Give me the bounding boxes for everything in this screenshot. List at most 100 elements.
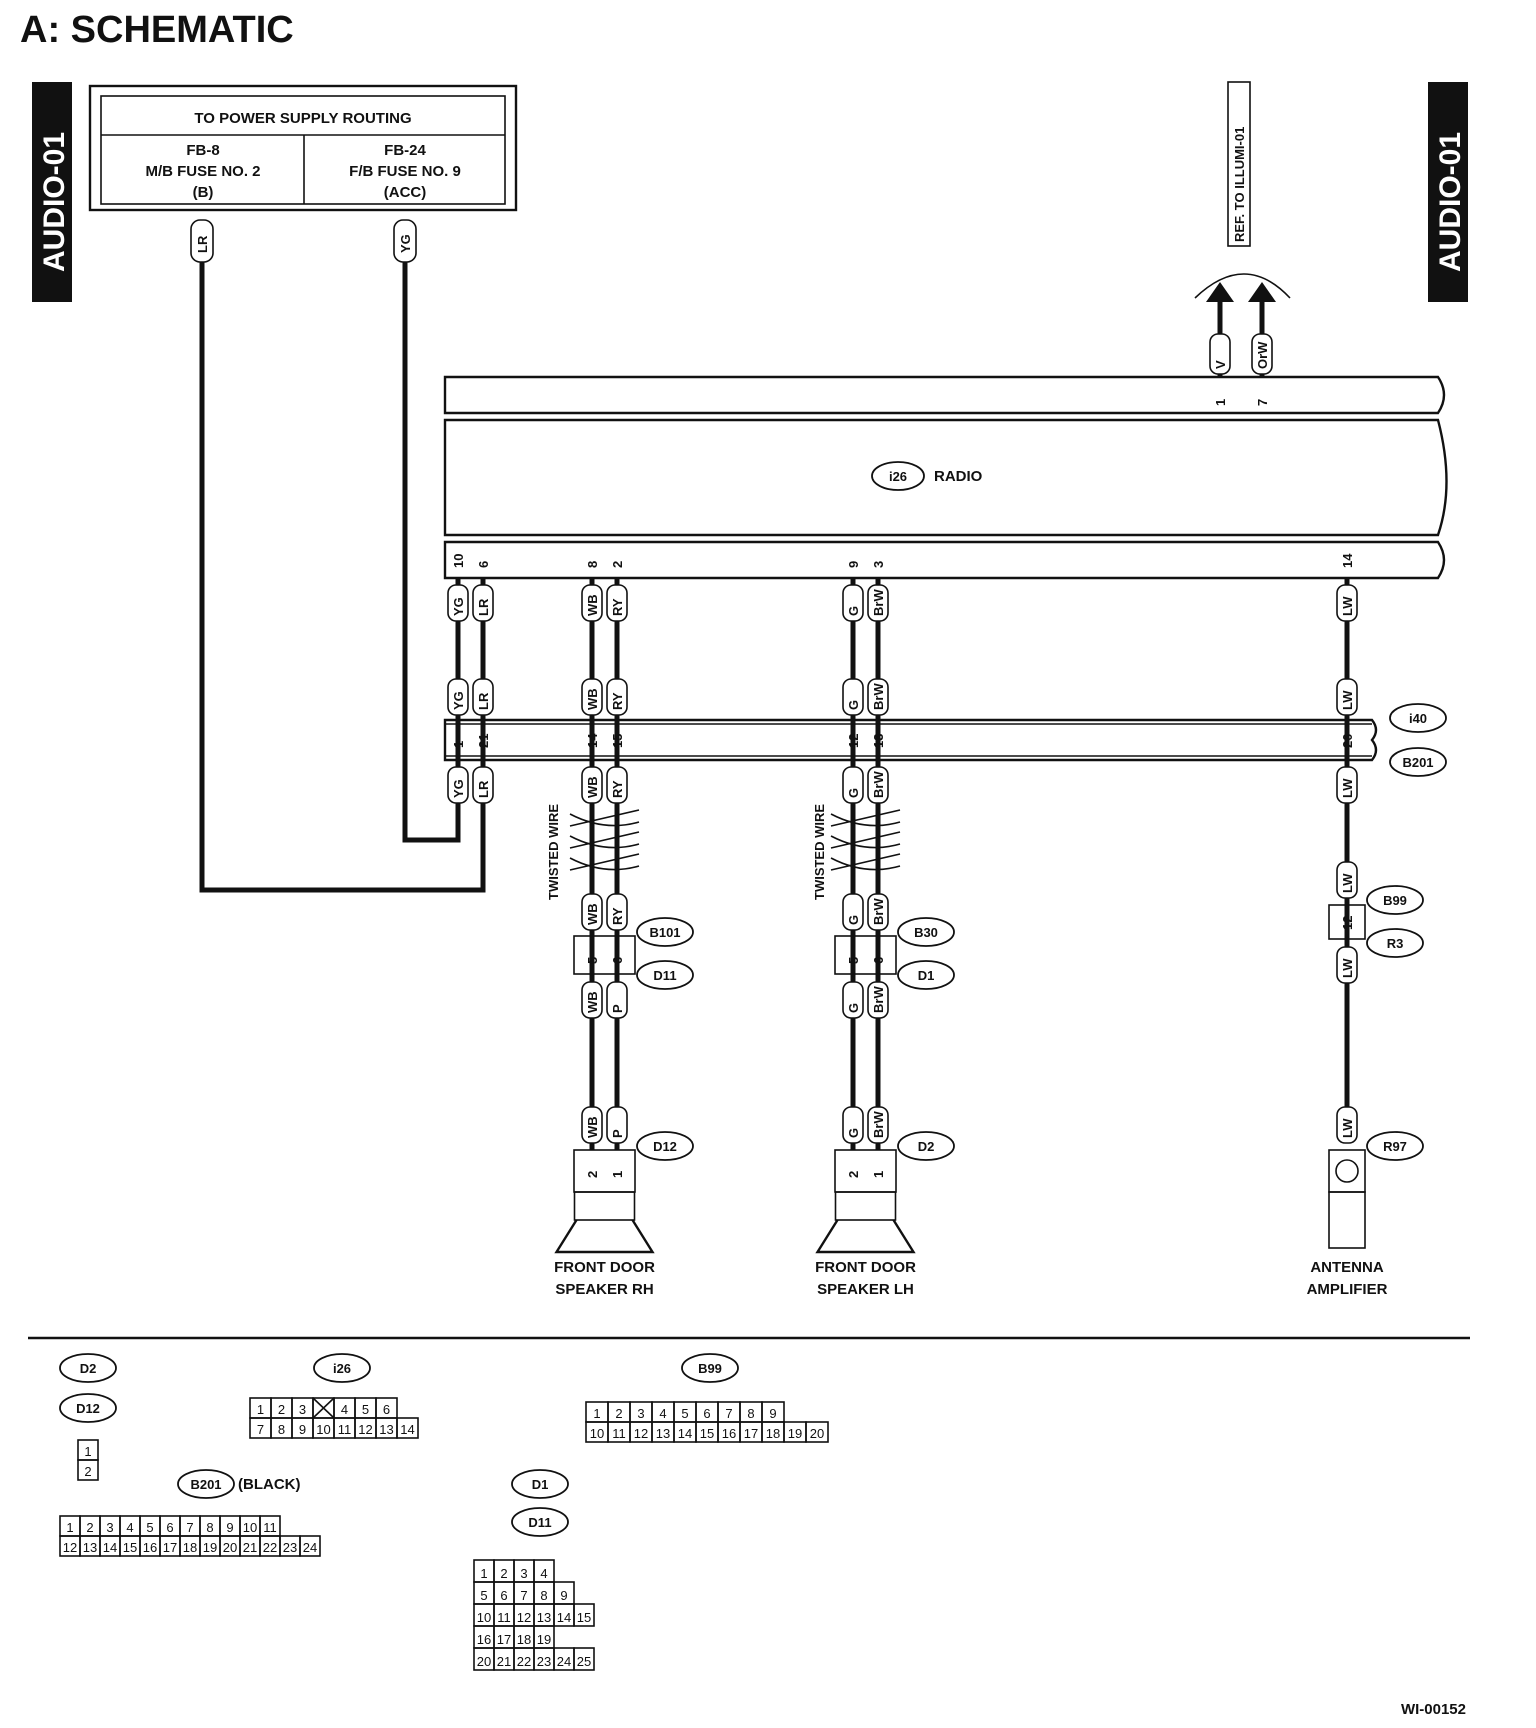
wire-label-joint-upper-0: YG	[447, 678, 469, 716]
svg-text:6: 6	[166, 1520, 173, 1535]
svg-text:3: 3	[520, 1566, 527, 1581]
power-supply-box: TO POWER SUPPLY ROUTING FB-8 M/B FUSE NO…	[88, 84, 518, 212]
svg-text:D11: D11	[528, 1515, 551, 1530]
svg-text:12: 12	[358, 1422, 372, 1437]
svg-text:D12: D12	[653, 1139, 677, 1154]
speaker-lh-connector-b: D1	[897, 960, 955, 990]
svg-text:D2: D2	[918, 1139, 935, 1154]
svg-text:B201: B201	[190, 1477, 221, 1492]
svg-text:1: 1	[84, 1444, 91, 1459]
joint-pin-0: 1	[451, 741, 466, 748]
speaker-rh-wire-b-upper: RY	[606, 893, 628, 931]
svg-text:5: 5	[480, 1588, 487, 1603]
wire-label-radio-6: LW	[1336, 584, 1358, 622]
svg-text:1: 1	[480, 1566, 487, 1581]
svg-text:10: 10	[316, 1422, 330, 1437]
speaker-lh-wire-b-speaker: BrW	[867, 1106, 889, 1144]
svg-text:G: G	[846, 1128, 861, 1138]
joint-pin-6: 20	[1340, 734, 1355, 748]
wire-label-radio-1: LR	[472, 584, 494, 622]
svg-text:1: 1	[593, 1406, 600, 1421]
svg-text:13: 13	[537, 1610, 551, 1625]
svg-text:D12: D12	[76, 1401, 100, 1416]
power-box-heading: TO POWER SUPPLY ROUTING	[194, 110, 411, 127]
arrow-up-icon	[1248, 282, 1276, 302]
power-box-left-mode: (B)	[193, 184, 214, 201]
face-d2-d12: 12	[77, 1439, 99, 1481]
svg-text:G: G	[846, 915, 861, 925]
face-id-i26: i26	[313, 1353, 371, 1383]
svg-text:BrW: BrW	[871, 986, 886, 1013]
svg-text:2: 2	[278, 1402, 285, 1417]
speaker-rh-connector-a: B101	[636, 917, 694, 947]
svg-text:LW: LW	[1340, 958, 1355, 978]
antenna-connector-b: R3	[1366, 928, 1424, 958]
antenna-jack-icon	[1335, 1159, 1359, 1183]
wire-label-radio-5: BrW	[867, 584, 889, 622]
speaker-rh-spk-pin-b: 1	[610, 1171, 625, 1178]
svg-text:8: 8	[278, 1422, 285, 1437]
svg-text:LR: LR	[195, 235, 210, 253]
svg-text:YG: YG	[398, 234, 413, 253]
wire-label-lr-top: LR	[190, 219, 214, 263]
svg-text:WB: WB	[585, 594, 600, 616]
svg-text:B99: B99	[698, 1361, 722, 1376]
svg-text:9: 9	[226, 1520, 233, 1535]
wire-label-radio-3: RY	[606, 584, 628, 622]
svg-text:16: 16	[143, 1540, 157, 1555]
svg-text:G: G	[846, 606, 861, 616]
svg-text:LR: LR	[476, 780, 491, 798]
speaker-lh-connector-a: B30	[897, 917, 955, 947]
svg-text:8: 8	[747, 1406, 754, 1421]
svg-text:9: 9	[560, 1588, 567, 1603]
wire-label-joint-upper-6: LW	[1336, 678, 1358, 716]
antenna-wire-mid: LW	[1336, 946, 1358, 984]
svg-text:25: 25	[577, 1654, 591, 1669]
svg-text:BrW: BrW	[871, 683, 886, 710]
antenna-wire-upper: LW	[1336, 861, 1358, 899]
svg-text:23: 23	[537, 1654, 551, 1669]
svg-text:V: V	[1213, 360, 1228, 369]
antenna-plug	[1328, 1149, 1366, 1193]
svg-text:R3: R3	[1387, 936, 1404, 951]
antenna-conn-pin: 12	[1340, 916, 1355, 930]
svg-text:11: 11	[497, 1610, 511, 1625]
svg-text:9: 9	[769, 1406, 776, 1421]
document-id: WI-00152	[1401, 1701, 1466, 1718]
svg-text:19: 19	[203, 1540, 217, 1555]
joint-id-i40: i40	[1409, 711, 1427, 726]
svg-text:14: 14	[400, 1422, 414, 1437]
wire-label-joint-upper-4: G	[842, 678, 864, 716]
svg-text:YG: YG	[451, 691, 466, 710]
svg-text:19: 19	[788, 1426, 802, 1441]
svg-text:19: 19	[537, 1632, 551, 1647]
speaker-rh-wire-b-lower: P	[606, 981, 628, 1019]
speaker-rh-wire-a-speaker: WB	[581, 1106, 603, 1144]
speaker-rh-wire-a-upper: WB	[581, 893, 603, 931]
speaker-lh-label-2: SPEAKER LH	[817, 1281, 914, 1298]
svg-text:5: 5	[362, 1402, 369, 1417]
svg-text:17: 17	[744, 1426, 758, 1441]
ref-label: REF. TO ILLUMI-01	[1232, 127, 1247, 242]
speaker-lh-spk-pin-b: 1	[871, 1171, 886, 1178]
joint-connector-bar: i40 B201	[443, 703, 1447, 777]
svg-text:15: 15	[123, 1540, 137, 1555]
twisted-coil-1	[830, 809, 901, 871]
svg-text:15: 15	[577, 1610, 591, 1625]
radio-pin-0: 10	[451, 554, 466, 568]
svg-text:17: 17	[497, 1632, 511, 1647]
svg-text:18: 18	[183, 1540, 197, 1555]
svg-text:22: 22	[517, 1654, 531, 1669]
svg-text:20: 20	[223, 1540, 237, 1555]
svg-text:21: 21	[243, 1540, 257, 1555]
svg-text:17: 17	[163, 1540, 177, 1555]
radio-connector-id: i26	[889, 469, 907, 484]
svg-text:4: 4	[540, 1566, 547, 1581]
svg-text:16: 16	[477, 1632, 491, 1647]
face-id-d11: D11	[511, 1507, 569, 1537]
svg-text:14: 14	[557, 1610, 571, 1625]
svg-text:2: 2	[86, 1520, 93, 1535]
wire-label-joint-upper-3: RY	[606, 678, 628, 716]
wire-label-joint-upper-5: BrW	[867, 678, 889, 716]
